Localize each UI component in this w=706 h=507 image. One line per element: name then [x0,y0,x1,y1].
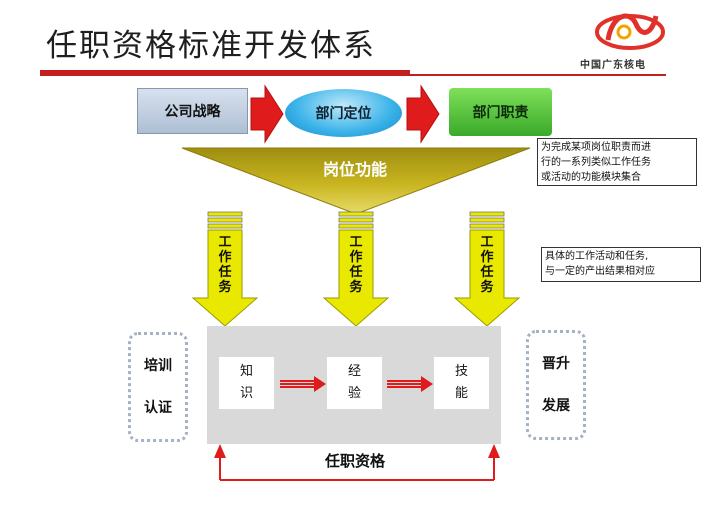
task-arrow-2 [322,211,390,327]
position-function-funnel [181,147,531,215]
dept-duty-box: 部门职责 [449,88,552,136]
title-underline [40,74,666,76]
training-text: 培训 [144,358,172,374]
function-note-line-2: 行的一系列类似工作任务 [541,157,651,168]
knowledge-box: 知 识 [219,357,274,409]
task-char: 作 [218,250,232,265]
task-char: 作 [349,250,363,265]
task-arrow-3 [453,211,521,327]
company-strategy-label: 公司战略 [164,104,221,120]
experience-to-skill-arrow [387,376,433,392]
task-note-line-1: 具体的工作活动和任务, [545,251,649,262]
dept-positioning-ellipse: 部门定位 [285,89,402,137]
knowledge-char: 知 [239,364,253,379]
task-char: 任 [218,265,232,280]
company-strategy-box: 公司战略 [137,88,248,134]
task-label-3: 工 作 任 务 [477,235,497,295]
knowledge-to-experience-arrow [280,376,326,392]
function-note-line-3: 或活动的功能模块集合 [541,172,641,183]
function-note: 为完成某项岗位职责而进 行的一系列类似工作任务 或活动的功能模块集合 [537,138,697,186]
promotion-development-box: 晋升 发展 [526,330,586,440]
task-label-1: 工 作 任 务 [215,235,235,295]
development-text: 发展 [542,398,570,414]
task-arrow-1 [191,211,259,327]
task-note: 具体的工作活动和任务, 与一定的产出结果相对应 [541,247,701,282]
funnel-label: 岗位功能 [322,160,387,179]
cgn-logo-icon [595,13,665,50]
experience-char: 经 [347,364,361,379]
training-certification-box: 培训 认证 [128,332,188,442]
qualification-label: 任职资格 [324,452,385,470]
task-char: 工 [218,235,232,250]
flow-arrow-2 [406,84,440,144]
skill-box: 技 能 [434,357,489,409]
task-note-line-2: 与一定的产出结果相对应 [545,266,655,277]
skill-char: 能 [454,386,468,401]
experience-char: 验 [347,386,361,401]
task-char: 工 [349,235,363,250]
task-char: 务 [349,280,363,295]
task-char: 务 [218,280,232,295]
logo-text: 中国广东核电 [580,60,646,71]
knowledge-char: 识 [239,386,253,401]
certification-text: 认证 [144,400,172,416]
task-label-2: 工 作 任 务 [346,235,366,295]
page-title: 任职资格标准开发体系 [46,28,376,64]
dept-duty-label: 部门职责 [472,105,529,121]
task-char: 任 [480,265,494,280]
flow-arrow-1 [250,84,284,144]
task-char: 务 [480,280,494,295]
title-underline-bar [40,70,410,75]
task-char: 任 [349,265,363,280]
task-char: 作 [480,250,494,265]
skill-char: 技 [454,364,468,379]
function-note-line-1: 为完成某项岗位职责而进 [541,142,651,153]
dept-positioning-label: 部门定位 [315,106,372,122]
qualification-bracket [214,444,500,481]
promotion-text: 晋升 [542,356,570,372]
experience-box: 经 验 [327,357,382,409]
task-char: 工 [480,235,494,250]
